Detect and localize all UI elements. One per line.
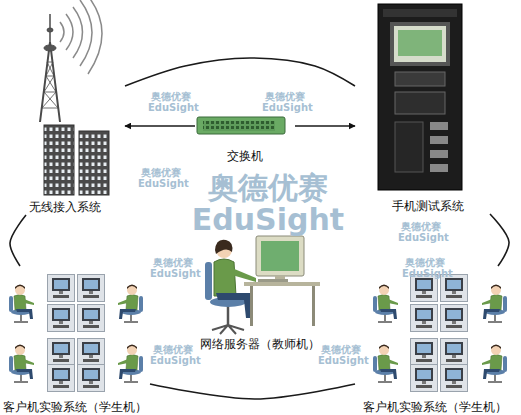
radio-tower bbox=[40, 14, 60, 122]
switch-device bbox=[197, 117, 285, 134]
connector bbox=[490, 214, 509, 266]
watermark: 奥德优赛 EduSight bbox=[150, 258, 196, 279]
watermark: 奥德优赛 EduSight bbox=[398, 222, 444, 243]
watermark: 奥德优赛 EduSight bbox=[318, 345, 364, 366]
caption-group: 客户机实验系统（学生机） bbox=[363, 400, 507, 415]
caption: 无线接入系统 bbox=[29, 200, 101, 215]
connector bbox=[125, 125, 195, 126]
system-group: 手机测试系统 bbox=[355, 2, 500, 214]
watermark: 奥德优赛 EduSight bbox=[148, 92, 194, 113]
caption-group: 手机测试系统 bbox=[392, 199, 464, 214]
connector bbox=[295, 125, 355, 126]
test-rack bbox=[378, 4, 462, 190]
caption: 交换机 bbox=[227, 149, 263, 164]
connector bbox=[10, 215, 26, 266]
watermark: 奥德优赛 EduSight bbox=[178, 172, 358, 235]
connector bbox=[125, 58, 355, 86]
teacher-workstation bbox=[205, 236, 320, 334]
radio-waves bbox=[60, 0, 102, 74]
caption: 客户机实验系统（学生机） bbox=[363, 400, 507, 415]
watermark: 奥德优赛 EduSight bbox=[262, 92, 308, 113]
system-group: 客户机实验系统（学生机） bbox=[0, 266, 150, 415]
caption-group: 网络服务器（教师机） bbox=[200, 337, 320, 352]
caption: 手机测试系统 bbox=[392, 199, 464, 214]
student-lab bbox=[9, 275, 143, 392]
connector bbox=[150, 384, 355, 399]
watermark: 奥德优赛 EduSight bbox=[150, 345, 196, 366]
system-group: 客户机实验系统（学生机） bbox=[355, 266, 515, 415]
system-group: 无线接入系统 bbox=[5, 28, 125, 215]
caption-group: 无线接入系统 bbox=[29, 200, 101, 215]
caption-group: 交换机 bbox=[227, 149, 263, 164]
caption-group: 客户机实验系统（学生机） bbox=[3, 400, 147, 415]
caption: 客户机实验系统（学生机） bbox=[3, 400, 147, 415]
watermark: 奥德优赛 EduSight bbox=[138, 168, 184, 189]
system-group: 交换机 bbox=[195, 112, 295, 164]
watermark: 奥德优赛 EduSight bbox=[402, 258, 448, 279]
buildings bbox=[44, 125, 109, 195]
student-lab bbox=[373, 275, 507, 392]
system-group: 网络服务器（教师机） bbox=[175, 228, 345, 352]
caption: 网络服务器（教师机） bbox=[200, 337, 320, 352]
